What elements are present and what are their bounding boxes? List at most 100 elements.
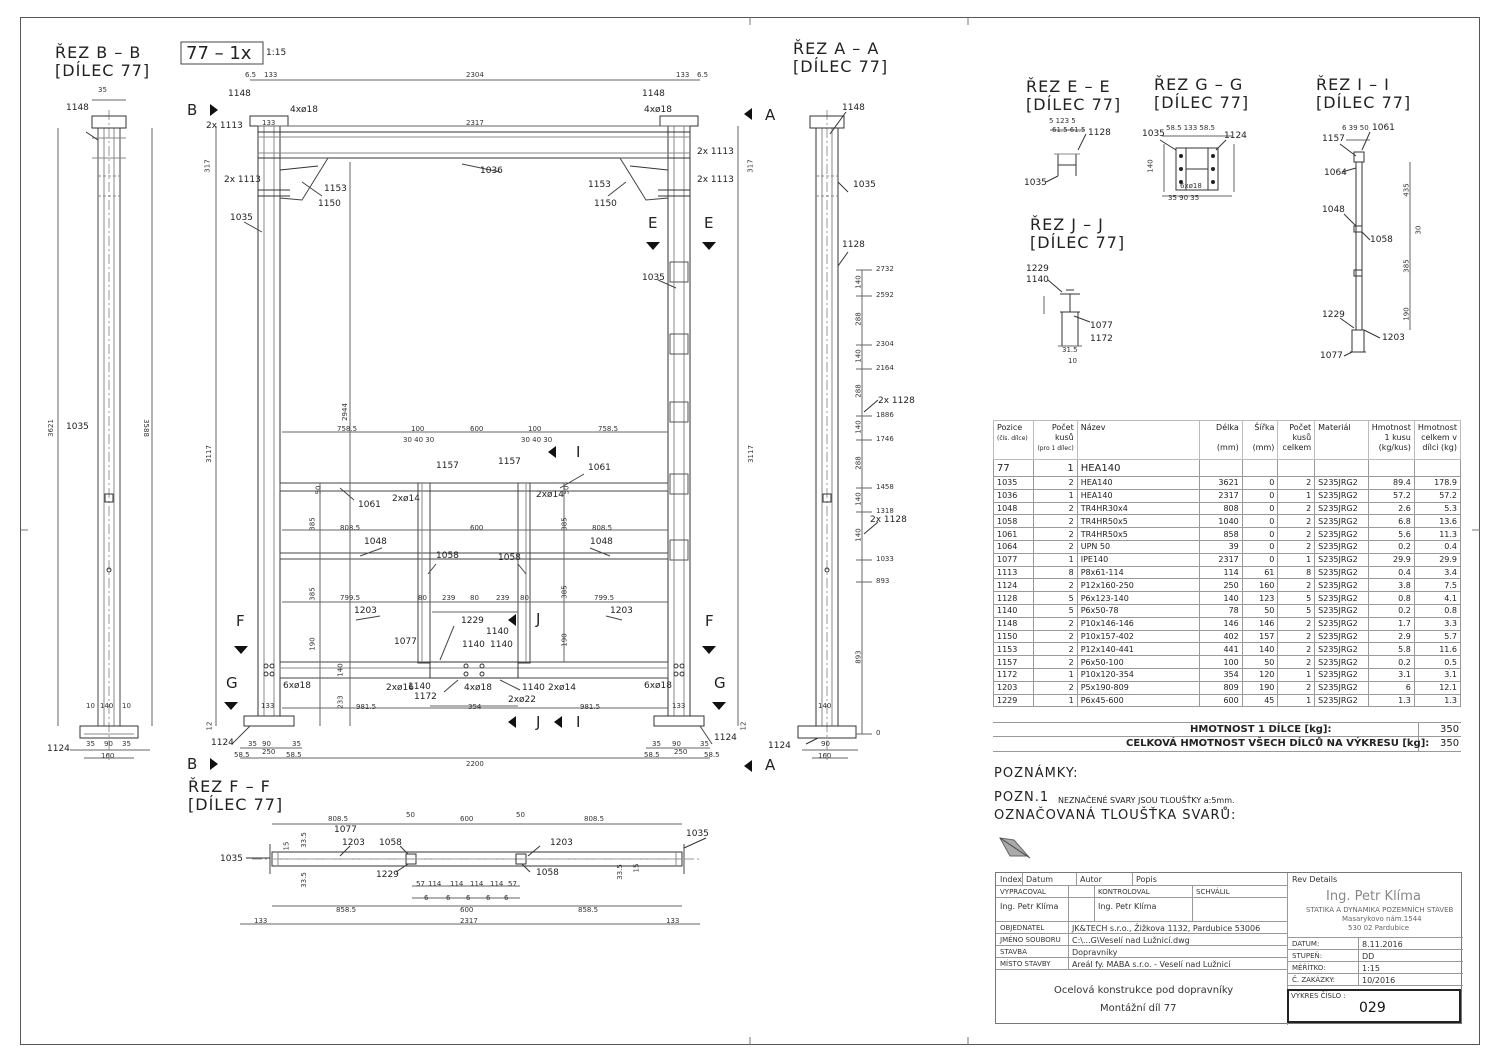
parts-cell: 1148 [992, 616, 1035, 631]
label-1172: 1172 [414, 692, 437, 702]
elevation-level-label: 1886 [876, 411, 894, 419]
parts-cell: 1035 [992, 476, 1035, 490]
note1-label: POZN.1 [994, 790, 1050, 805]
parts-cell: 2 [1277, 527, 1316, 541]
ff-dim-6-c: 6 [466, 894, 471, 902]
bb-dim-35-top: 35 [98, 86, 107, 94]
label-2x1113-b: 2x 1113 [224, 175, 261, 185]
parts-cell: S235JRG2 [1314, 642, 1369, 657]
bb-dim-10-a: 10 [86, 702, 95, 710]
total-all-label: CELKOVÁ HMOTNOST VŠECH DÍLCŮ NA VÝKRESU … [1126, 738, 1430, 749]
parts-cell: 0.2 [1367, 539, 1415, 554]
label-1061-left: 1061 [358, 500, 381, 510]
parts-cell: 2 [1277, 629, 1316, 644]
ff-dim-15-b: 15 [632, 863, 641, 873]
dim-808-right: 808.5 [592, 524, 613, 532]
parts-cell: 0.4 [1367, 565, 1415, 580]
jj-label-1229: 1229 [1026, 264, 1049, 274]
ff-dim-600-bottom: 600 [460, 906, 474, 914]
ff-dim-50-right: 50 [516, 811, 525, 819]
label-1035-right: 1035 [642, 273, 665, 283]
ii-label-1203: 1203 [1382, 333, 1405, 343]
dim-250-right: 250 [674, 748, 688, 756]
parts-cell: 3.8 [1367, 578, 1415, 593]
dim-133-left: 133 [264, 71, 278, 79]
ff-dim-6-b: 6 [446, 894, 451, 902]
dim-35-b: 35 [292, 740, 301, 748]
dim-133-base-left: 133 [261, 702, 275, 710]
label-1150-right: 1150 [594, 199, 617, 209]
tb-company-l2: Masarykovo nám.1544 [1342, 915, 1422, 923]
elevation-level-label: 1033 [876, 555, 894, 563]
parts-cell: 441 [1199, 642, 1243, 657]
ff-dim-50-left: 50 [406, 811, 415, 819]
parts-cell: S235JRG2 [1314, 629, 1369, 644]
parts-cell: 178.9 [1413, 476, 1462, 490]
dim-100-right: 100 [528, 425, 542, 433]
tb-objednatel-value: JK&TECH s.r.o., Žižkova 1132, Pardubice … [1072, 924, 1261, 933]
section-a-a-drawing [797, 110, 879, 760]
parts-cell: 5.6 [1367, 527, 1415, 541]
ff-dim-335-c: 33.5 [615, 864, 624, 880]
parts-cell: 5 [1033, 591, 1078, 605]
tb-drawing-number-key: VÝKRES ČÍSLO : [1291, 992, 1346, 1000]
section-j-j-title: ŘEZ J – J[DÍLEC 77] [1030, 215, 1126, 252]
parts-cell: 1058 [992, 514, 1035, 529]
parts-cell: 2 [1277, 578, 1316, 593]
label-1061-right: 1061 [588, 463, 611, 473]
mark-b-bottom: B [187, 755, 198, 773]
parts-cell: 190 [1241, 680, 1279, 695]
dim-35-c: 35 [652, 740, 661, 748]
label-weld-left: 2xø14 [392, 494, 421, 504]
ii-label-1157: 1157 [1322, 134, 1345, 144]
parts-cell: 1 [1277, 488, 1316, 503]
note1-text: NEZNAČENÉ SVARY JSOU TLOUŠŤKY a:5mm. [1058, 796, 1235, 805]
section-a-a-title: ŘEZ A – A[DÍLEC 77] [793, 39, 889, 76]
ii-dim-190: 190 [1402, 307, 1411, 321]
label-bolts4-mid: 4xø18 [464, 683, 493, 693]
parts-cell: 1124 [992, 578, 1035, 593]
main-view-scale: 1:15 [266, 48, 287, 58]
tb-zakazka-key: Č. ZAKÁZKY: [1292, 976, 1336, 984]
parts-cell: 0.8 [1367, 591, 1415, 605]
parts-cell: 140 [1241, 642, 1279, 657]
parts-cell: 78 [1199, 603, 1243, 618]
parts-cell: 1.3 [1413, 693, 1462, 708]
parts-cell: P6x50-78 [1076, 603, 1201, 618]
aa-label-2x1128-b: 2x 1128 [870, 515, 907, 525]
tb-misto-key: MÍSTO STAVBY [1000, 960, 1051, 968]
parts-cell: 0.5 [1413, 655, 1462, 669]
elevation-level-label: 2592 [876, 291, 894, 299]
parts-cell: 2 [1277, 655, 1316, 669]
parts-cell: 5.7 [1413, 629, 1462, 644]
parts-cell: 2 [1033, 501, 1078, 516]
parts-cell: 1.3 [1367, 693, 1415, 708]
label-bolts-right: 4xø18 [644, 105, 673, 115]
ii-label-1077: 1077 [1320, 351, 1343, 361]
aa-label-1128: 1128 [842, 240, 865, 250]
parts-cell: S235JRG2 [1314, 693, 1369, 708]
parts-cell: P10x120-354 [1076, 667, 1201, 682]
dim-3117-right: 3117 [746, 445, 755, 463]
elevation-span-label: 288 [854, 312, 863, 326]
parts-cell: 120 [1241, 667, 1279, 682]
dim-799-left: 799.5 [340, 594, 361, 602]
dim-317-left: 317 [203, 159, 212, 173]
parts-cell: 11.6 [1413, 642, 1462, 657]
section-g-g-drawing [1159, 135, 1235, 197]
parts-cell: 1 [1033, 667, 1078, 682]
ff-dim-6-e: 6 [504, 894, 509, 902]
parts-cell: 1 [1277, 693, 1316, 708]
parts-cell: 1150 [992, 629, 1035, 644]
ii-dim-435: 435 [1402, 183, 1411, 197]
parts-cell: 2 [1033, 539, 1078, 554]
tb-popis: Popis [1136, 875, 1157, 884]
parts-cell: 1 [1033, 693, 1078, 708]
parts-cell: TR4HR50x5 [1076, 514, 1201, 529]
section-g-g-title: ŘEZ G – G[DÍLEC 77] [1154, 75, 1250, 112]
parts-cell: 57.2 [1413, 488, 1462, 503]
